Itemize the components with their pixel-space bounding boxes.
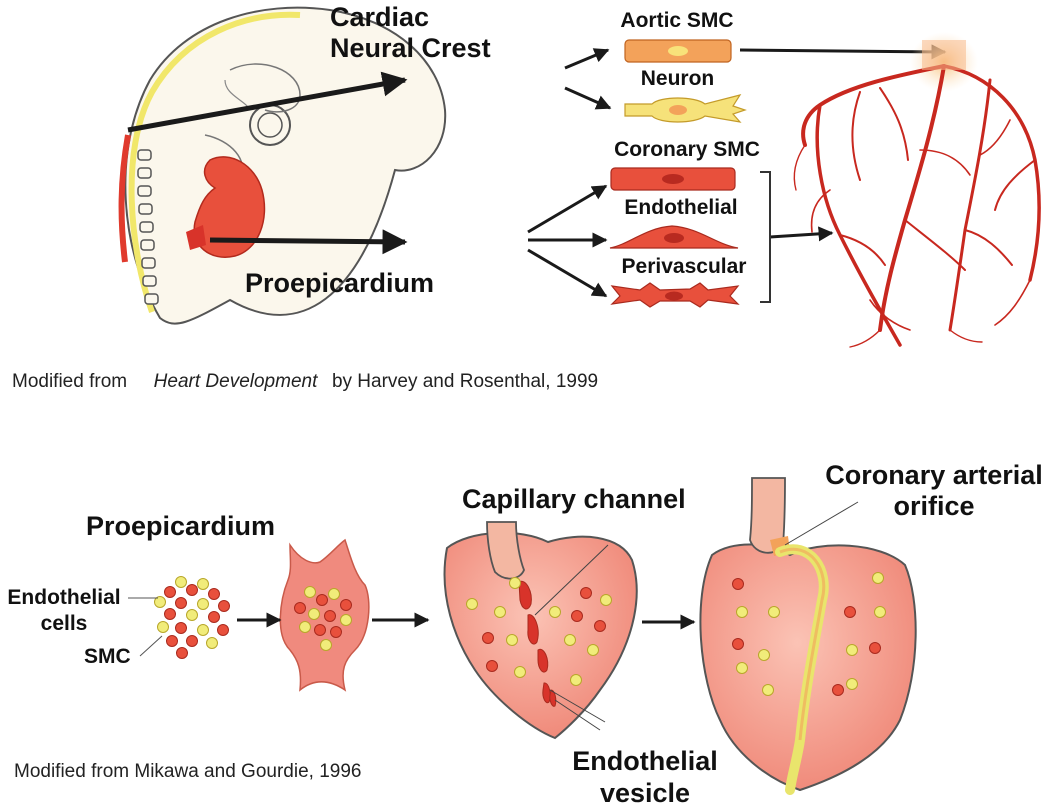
aortic-smc-cell <box>624 39 732 63</box>
aortic-smc-label: Aortic SMC <box>620 9 734 32</box>
lineage-arrows <box>527 44 947 298</box>
bottom-arrows <box>237 612 696 630</box>
endothelial-vesicle-label: Endothelial vesicle <box>572 746 718 808</box>
proepicardial-organ <box>279 538 370 692</box>
cell-cluster <box>154 576 230 659</box>
proepicardium-label-bottom: Proepicardium <box>86 511 276 541</box>
coronary-smc-cell <box>610 167 736 191</box>
endothelial-cell <box>609 225 739 249</box>
developing-heart-stage-2 <box>699 477 917 795</box>
embryonic-heart <box>186 156 266 258</box>
endothelial-cells-label: Endothelial cells <box>7 586 121 635</box>
top-caption-prefix: Modified from <box>12 371 128 392</box>
top-caption-suffix: by Harvey and Rosenthal, 1999 <box>331 371 599 392</box>
top-caption: Modified from Heart Development by Harve… <box>12 371 598 393</box>
lineage-bracket <box>760 171 771 303</box>
coronary-artery-tree <box>793 32 1041 348</box>
neuron-label: Neuron <box>640 67 715 90</box>
perivascular-cell <box>610 282 740 308</box>
cluster-pointer-lines <box>128 597 163 657</box>
top-caption-title: Heart Development <box>153 371 318 392</box>
neuron-cell <box>624 94 747 123</box>
perivascular-label: Perivascular <box>621 255 747 278</box>
bottom-caption: Modified from Mikawa and Gourdie, 1996 <box>14 761 362 782</box>
developing-heart-stage-1 <box>443 521 638 740</box>
coronary-arterial-orifice-label: Coronary arterial orifice <box>825 460 1043 521</box>
coronary-smc-label: Coronary SMC <box>614 138 760 161</box>
stage-1-pointer-lines <box>534 544 609 731</box>
orifice-pointer-line <box>784 501 859 546</box>
top-arrows <box>127 71 408 255</box>
cardiac-neural-crest-label: Cardiac Neural Crest <box>330 2 491 63</box>
capillary-channel-label: Capillary channel <box>462 484 686 514</box>
proepicardium-label-top: Proepicardium <box>245 268 435 298</box>
smc-label: SMC <box>84 645 131 668</box>
endothelial-label: Endothelial <box>624 196 738 219</box>
somites <box>137 149 159 305</box>
